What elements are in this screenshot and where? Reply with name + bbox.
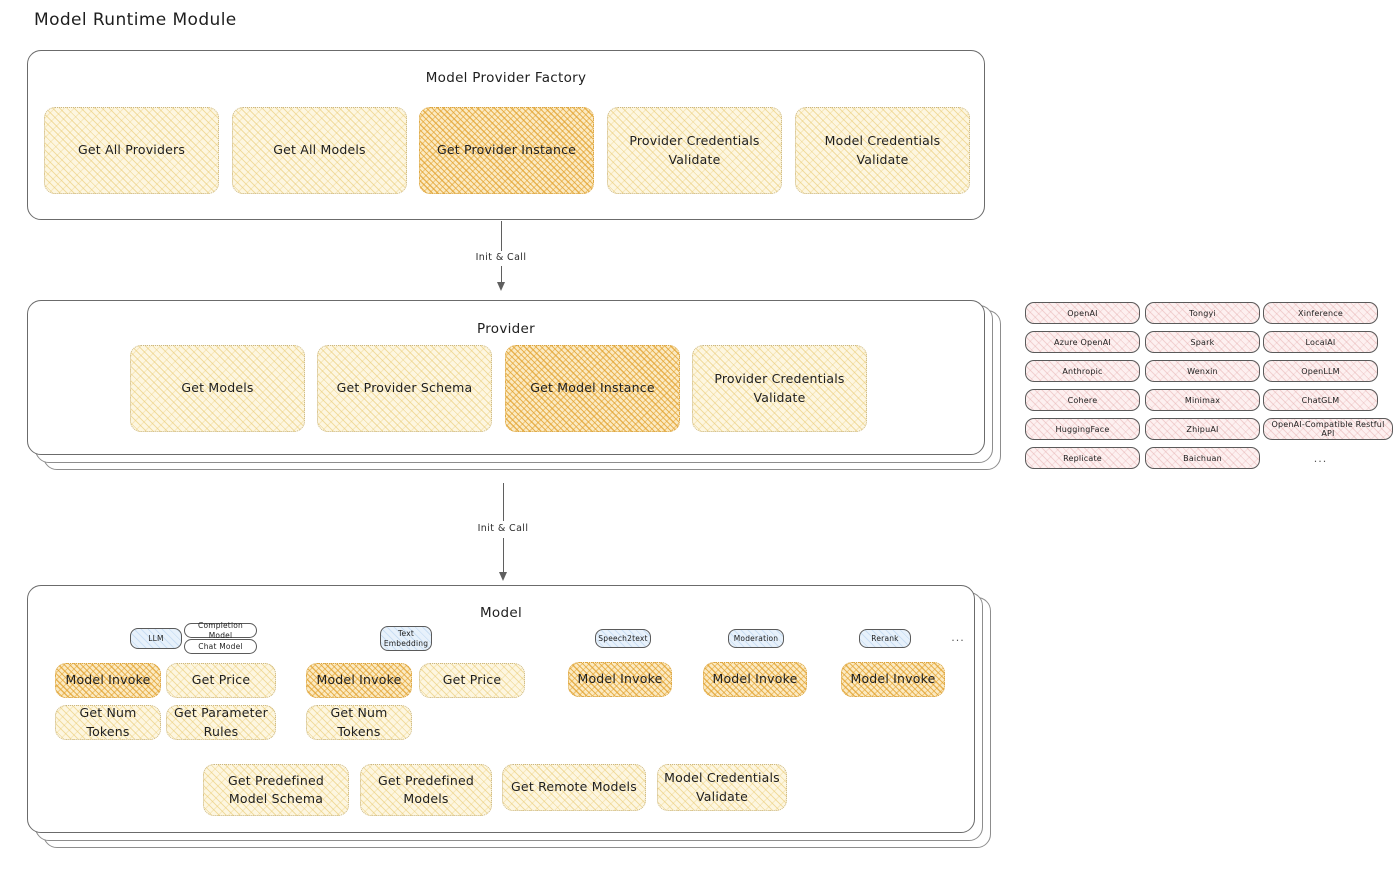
provider-chip-openai[interactable]: OpenAI — [1025, 302, 1140, 324]
model-common-box-get-predefined-models[interactable]: Get Predefined Models — [360, 764, 492, 816]
provider-chip-anthropic[interactable]: Anthropic — [1025, 360, 1140, 382]
model-badge-llm[interactable]: LLM — [130, 628, 182, 649]
provider-chip-zhipuai[interactable]: ZhipuAI — [1145, 418, 1260, 440]
model-badge-completion-model[interactable]: Completion Model — [184, 621, 257, 640]
provider-chip-tongyi[interactable]: Tongyi — [1145, 302, 1260, 324]
model-textembedding-box-get-num-tokens[interactable]: Get Num Tokens — [306, 705, 412, 740]
arrow-provider-to-model-head — [499, 572, 507, 581]
provider-chip-azure-openai[interactable]: Azure OpenAI — [1025, 331, 1140, 353]
provider-chip-localai[interactable]: LocalAI — [1263, 331, 1378, 353]
model-moderation-box-model-invoke[interactable]: Model Invoke — [703, 662, 807, 697]
provider-chip-cohere[interactable]: Cohere — [1025, 389, 1140, 411]
model-badge-speech2text[interactable]: Speech2text — [595, 629, 651, 648]
factory-box-get-all-providers[interactable]: Get All Providers — [44, 107, 219, 194]
provider-box-provider-credentials-validate[interactable]: Provider Credentials Validate — [692, 345, 867, 432]
factory-box-model-credentials-validate[interactable]: Model Credentials Validate — [795, 107, 970, 194]
factory-box-get-provider-instance[interactable]: Get Provider Instance — [419, 107, 594, 194]
model-rerank-box-model-invoke[interactable]: Model Invoke — [841, 662, 945, 697]
provider-chip-wenxin[interactable]: Wenxin — [1145, 360, 1260, 382]
page-title: Model Runtime Module — [34, 10, 237, 30]
arrow-provider-to-model-line-top — [503, 483, 505, 521]
provider-chip-chatglm[interactable]: ChatGLM — [1263, 389, 1378, 411]
model-badge-chat-model[interactable]: Chat Model — [184, 639, 257, 654]
arrow-factory-to-provider-label: Init & Call — [451, 252, 551, 263]
arrow-factory-to-provider-line-top — [501, 221, 503, 251]
model-llm-box-get-num-tokens[interactable]: Get Num Tokens — [55, 705, 161, 740]
arrow-provider-to-model-line-bottom — [503, 538, 505, 574]
model-textembedding-box-model-invoke[interactable]: Model Invoke — [306, 663, 412, 698]
arrow-factory-to-provider-line-bottom — [501, 266, 503, 284]
provider-box-get-provider-schema[interactable]: Get Provider Schema — [317, 345, 492, 432]
provider-list-more-ellipsis: ... — [1313, 452, 1328, 465]
provider-chip-openai-compatible-restful-api[interactable]: OpenAI-Compatible Restful API — [1263, 418, 1393, 440]
model-provider-factory-title: Model Provider Factory — [425, 70, 587, 86]
provider-box-get-model-instance[interactable]: Get Model Instance — [505, 345, 680, 432]
model-title: Model — [479, 605, 523, 621]
model-badge-text-embedding[interactable]: Text Embedding — [380, 626, 432, 651]
provider-chip-minimax[interactable]: Minimax — [1145, 389, 1260, 411]
provider-chip-huggingface[interactable]: HuggingFace — [1025, 418, 1140, 440]
provider-chip-replicate[interactable]: Replicate — [1025, 447, 1140, 469]
model-llm-box-get-price[interactable]: Get Price — [166, 663, 276, 698]
model-common-box-get-remote-models[interactable]: Get Remote Models — [502, 764, 646, 811]
factory-box-provider-credentials-validate[interactable]: Provider Credentials Validate — [607, 107, 782, 194]
provider-chip-xinference[interactable]: Xinference — [1263, 302, 1378, 324]
model-textembedding-box-get-price[interactable]: Get Price — [419, 663, 525, 698]
model-badge-moderation[interactable]: Moderation — [728, 629, 784, 648]
arrow-provider-to-model-label: Init & Call — [453, 523, 553, 534]
arrow-factory-to-provider-head — [497, 282, 505, 291]
model-speech2text-box-model-invoke[interactable]: Model Invoke — [568, 662, 672, 697]
model-groups-more-ellipsis: ... — [951, 631, 965, 644]
provider-box-get-models[interactable]: Get Models — [130, 345, 305, 432]
provider-chip-baichuan[interactable]: Baichuan — [1145, 447, 1260, 469]
model-common-box-get-predefined-model-schema[interactable]: Get Predefined Model Schema — [203, 764, 349, 816]
model-llm-box-model-invoke[interactable]: Model Invoke — [55, 663, 161, 698]
factory-box-get-all-models[interactable]: Get All Models — [232, 107, 407, 194]
provider-chip-spark[interactable]: Spark — [1145, 331, 1260, 353]
provider-title: Provider — [477, 321, 535, 337]
model-badge-rerank[interactable]: Rerank — [859, 629, 911, 648]
model-llm-box-get-parameter-rules[interactable]: Get Parameter Rules — [166, 705, 276, 740]
model-common-box-model-credentials-validate[interactable]: Model Credentials Validate — [657, 764, 787, 811]
provider-chip-openllm[interactable]: OpenLLM — [1263, 360, 1378, 382]
